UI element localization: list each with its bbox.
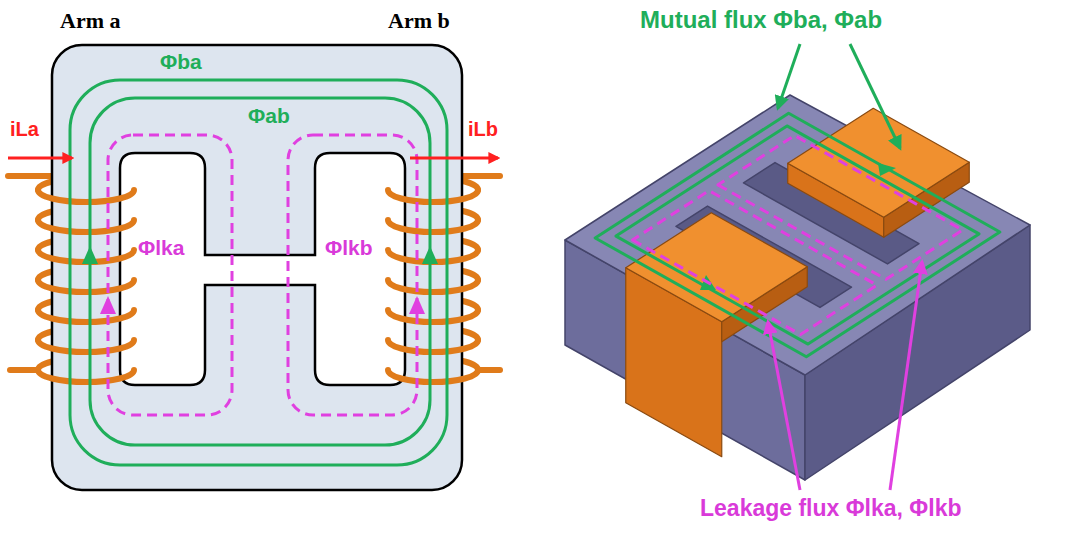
arm-name: Arm b bbox=[388, 8, 450, 33]
current-arrow bbox=[8, 157, 72, 160]
core-3d bbox=[565, 95, 1030, 480]
arm-name-holder: Arm b bbox=[388, 8, 450, 33]
flux-loop bbox=[595, 113, 1000, 357]
coil-front-b bbox=[388, 190, 500, 382]
leader-line bbox=[768, 322, 800, 490]
lead-wire bbox=[10, 367, 38, 373]
flux-name-holder: Φlka bbox=[138, 236, 184, 260]
flux-name: Φab bbox=[248, 104, 290, 128]
coil-turn bbox=[388, 280, 478, 292]
arrow-head bbox=[100, 296, 116, 314]
leakage-flux-2d bbox=[108, 135, 417, 415]
current-arrow bbox=[410, 157, 498, 160]
flux-name-holder: Φab bbox=[248, 104, 290, 128]
flux-loop bbox=[718, 136, 963, 280]
mutual-flux-2d bbox=[70, 80, 447, 465]
coil-turn bbox=[388, 370, 478, 382]
leader-line bbox=[778, 44, 800, 108]
flux-direction-arrows bbox=[82, 246, 438, 314]
current-arrows bbox=[8, 157, 498, 160]
flux-name: Φlkb bbox=[325, 236, 373, 260]
leader-line bbox=[850, 44, 900, 148]
arrow-head bbox=[878, 163, 896, 176]
arrow-head bbox=[422, 246, 438, 264]
coil-front-a bbox=[10, 190, 134, 382]
callout-label-holder: Leakage flux Φlka, Φlkb bbox=[700, 495, 961, 521]
arm-name-holder: Arm a bbox=[60, 8, 120, 33]
coil-turn bbox=[38, 340, 134, 352]
callout-label: Mutual flux Φba, Φab bbox=[640, 6, 882, 34]
flux-loop bbox=[108, 135, 232, 415]
arrow-head bbox=[409, 296, 425, 314]
flux-name-holder: Φba bbox=[160, 50, 202, 74]
callout-label-holder: Mutual flux Φba, Φab bbox=[640, 6, 882, 34]
coil-turn bbox=[38, 370, 134, 382]
flux-name-holder: Φlkb bbox=[325, 236, 373, 260]
flux-loop bbox=[70, 80, 447, 465]
coil-turn bbox=[388, 340, 478, 352]
core-window bbox=[120, 153, 405, 385]
flux-name: Φba bbox=[160, 50, 202, 74]
coil-turn bbox=[38, 280, 134, 292]
current-name: iLa bbox=[10, 118, 39, 141]
coil-turn bbox=[38, 220, 134, 232]
coil-turn bbox=[388, 310, 478, 322]
current-name-holder: iLa bbox=[10, 118, 39, 141]
current-name: iLb bbox=[468, 118, 498, 141]
mutual-flux-3d bbox=[595, 113, 1000, 357]
leader-lines bbox=[768, 44, 922, 490]
leakage-flux-3d bbox=[633, 136, 963, 335]
core-outline bbox=[52, 45, 462, 490]
lead-wire bbox=[478, 367, 500, 373]
coil-turn bbox=[388, 190, 478, 202]
current-name-holder: iLb bbox=[468, 118, 498, 141]
coil-turn bbox=[38, 190, 134, 202]
callout-label: Leakage flux Φlka, Φlkb bbox=[700, 495, 961, 521]
leader-line bbox=[890, 262, 922, 490]
flux-loop bbox=[633, 191, 878, 335]
flux-loop bbox=[288, 135, 417, 415]
coil-turn bbox=[388, 220, 478, 232]
arm-name: Arm a bbox=[60, 8, 120, 33]
arrow-head bbox=[82, 246, 98, 264]
coil-turn bbox=[38, 310, 134, 322]
flux-name: Φlka bbox=[138, 236, 184, 260]
flux-loop bbox=[90, 98, 430, 445]
flux-loop bbox=[616, 126, 979, 344]
